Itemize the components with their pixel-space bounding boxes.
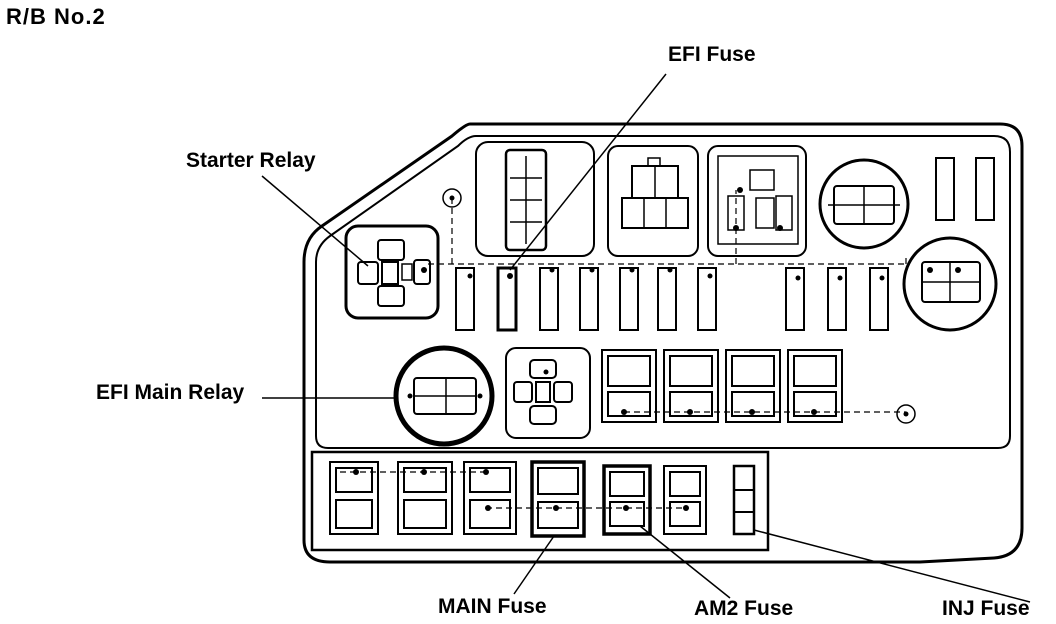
top-relay-right xyxy=(707,145,807,257)
top-relay-middle xyxy=(607,145,699,257)
starter-relay-label: Starter Relay xyxy=(186,149,316,172)
mini-fuse-terminals xyxy=(467,267,885,281)
starter-relay xyxy=(344,224,440,320)
middle-fuses xyxy=(601,349,843,423)
mount-hole-top xyxy=(442,188,462,208)
inj-fuse-label: INJ Fuse xyxy=(942,597,1030,620)
diagram-title: R/B No.2 xyxy=(6,4,106,29)
middle-cross-relay xyxy=(505,347,591,439)
main-fuse-label: MAIN Fuse xyxy=(438,595,547,618)
am2-fuse-label: AM2 Fuse xyxy=(694,597,794,620)
top-right-fuses xyxy=(935,157,995,221)
efi-main-relay xyxy=(393,345,495,447)
right-round-relay xyxy=(902,236,998,332)
top-round-relay xyxy=(818,158,910,250)
middle-fuse-terminals xyxy=(621,409,817,415)
efi-main-relay-label: EFI Main Relay xyxy=(96,381,245,404)
mini-fuse-row xyxy=(455,266,889,332)
bottom-fuse-bank xyxy=(310,450,770,552)
circuit-lines xyxy=(340,190,907,509)
leader-lines xyxy=(261,73,1031,603)
housing xyxy=(302,122,1024,564)
mount-hole-middle xyxy=(896,404,916,424)
efi-fuse-label: EFI Fuse xyxy=(668,43,756,66)
